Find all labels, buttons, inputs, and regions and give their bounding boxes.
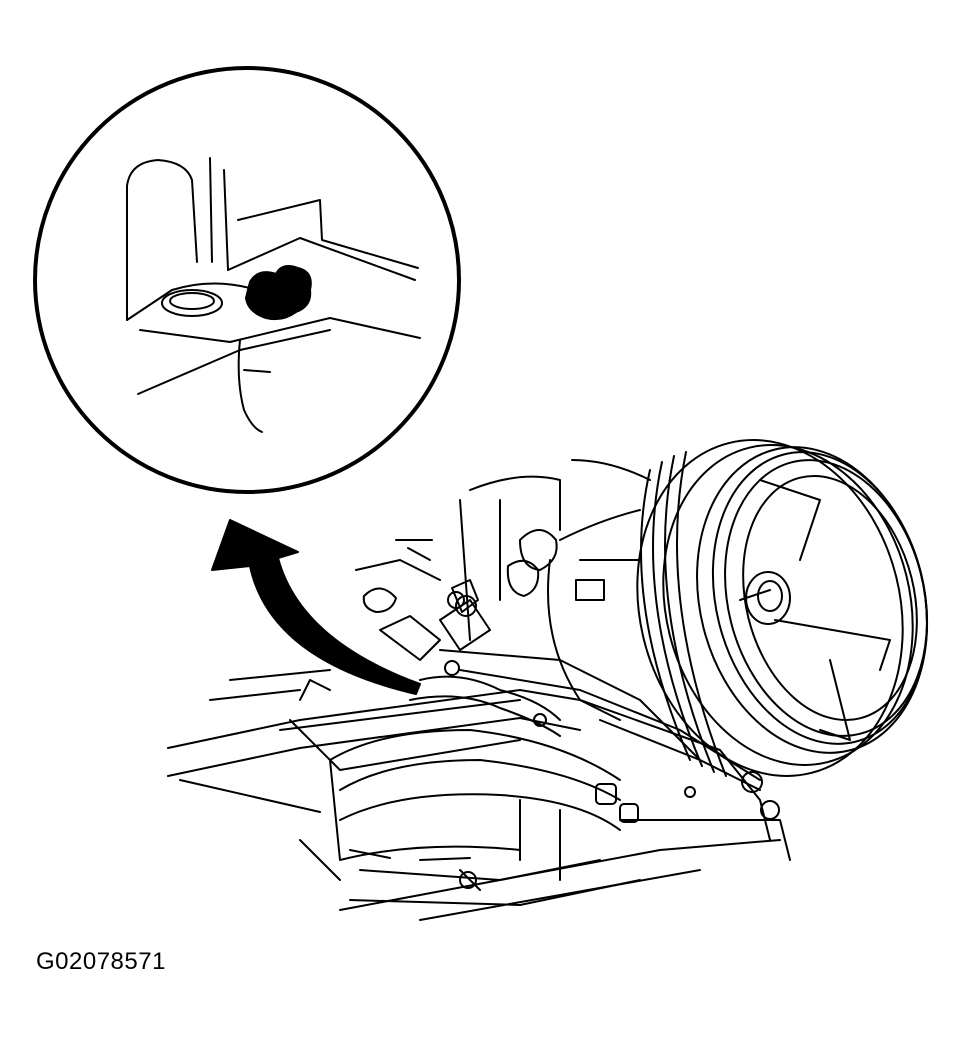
curved-arrow-icon bbox=[211, 519, 421, 695]
figure-code: G02078571 bbox=[36, 948, 166, 975]
detail-view bbox=[33, 66, 461, 494]
crankshaft-pulley bbox=[636, 439, 929, 777]
front-crossmember bbox=[167, 579, 791, 921]
drain-plug-hole bbox=[161, 289, 223, 317]
crank-bolt bbox=[745, 571, 791, 625]
oil-pan bbox=[329, 729, 641, 906]
detail-circle bbox=[33, 66, 461, 494]
sealant-area bbox=[245, 265, 312, 321]
engine-front bbox=[355, 459, 651, 701]
